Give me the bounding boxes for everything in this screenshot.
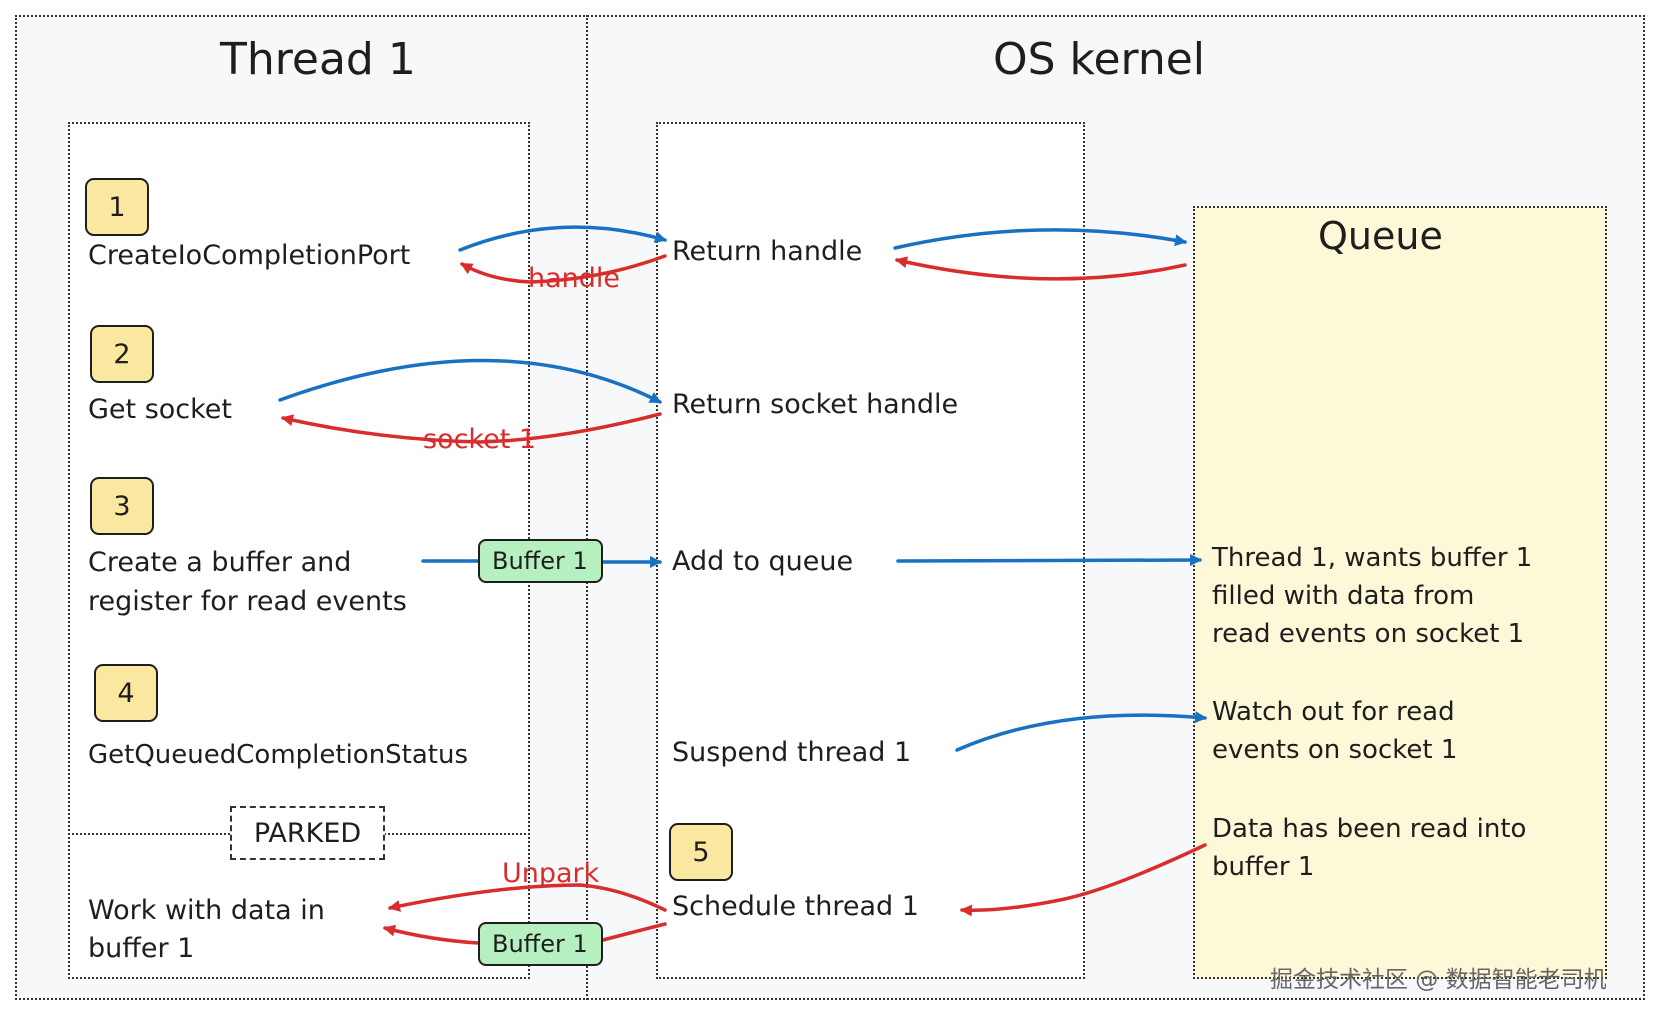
arrow-get-socket (278, 358, 662, 404)
step-4-label: GetQueuedCompletionStatus (88, 740, 469, 770)
buffer-incoming: Buffer 1 (478, 922, 603, 966)
step-2-label: Get socket (88, 394, 233, 425)
arrow-handle-to-thread (460, 254, 667, 284)
step-5-badge: 5 (669, 823, 733, 881)
column-divider (586, 15, 588, 1000)
suspend-label: Suspend thread 1 (672, 737, 912, 768)
arrow-socket-to-thread (281, 412, 662, 444)
step-3-badge: 3 (90, 477, 154, 535)
arrow-buffer-return (601, 922, 667, 942)
work-label-line2: buffer 1 (88, 933, 195, 964)
step-3-label-line2: register for read events (88, 586, 407, 617)
arrow-unpark (388, 883, 667, 912)
socket-arrow-label: socket 1 (423, 424, 537, 455)
arrow-kernel-to-queue (893, 228, 1187, 250)
queue-read-line2: buffer 1 (1212, 852, 1315, 882)
queue-wants-line2: filled with data from (1212, 581, 1475, 611)
arrow-add-to-queue (896, 554, 1202, 567)
add-queue-label: Add to queue (672, 546, 854, 577)
schedule-label: Schedule thread 1 (672, 891, 919, 922)
unpark-arrow-label: Unpark (502, 858, 600, 889)
arrow-queue-to-kernel (895, 256, 1187, 281)
return-socket-label: Return socket handle (672, 389, 959, 420)
queue-watch-line1: Watch out for read (1212, 697, 1455, 727)
queue-wants-line1: Thread 1, wants buffer 1 (1212, 543, 1533, 573)
queue-wants-line3: read events on socket 1 (1212, 619, 1525, 649)
queue-title: Queue (1318, 214, 1443, 258)
step-2-badge: 2 (90, 325, 154, 383)
arrow-create-to-kernel (458, 225, 667, 252)
handle-arrow-label: handle (528, 263, 621, 294)
thread-title: Thread 1 (220, 34, 416, 85)
queue-panel (1193, 206, 1607, 979)
queue-read-line1: Data has been read into (1212, 814, 1527, 844)
watermark: 掘金技术社区 @ 数据智能老司机 (1270, 967, 1607, 993)
work-label-line1: Work with data in (88, 895, 325, 926)
queue-watch-line2: events on socket 1 (1212, 735, 1458, 765)
step-1-badge: 1 (85, 178, 149, 236)
arrow-read-to-schedule (960, 843, 1207, 917)
step-4-badge: 4 (94, 664, 158, 722)
return-handle-label: Return handle (672, 236, 863, 267)
arrow-buffer-to-thread (383, 924, 480, 945)
parked-label: PARKED (230, 806, 385, 860)
step-3-label-line1: Create a buffer and (88, 547, 352, 578)
arrow-suspend-to-watch (955, 711, 1207, 752)
buffer-outgoing: Buffer 1 (478, 539, 603, 583)
step-1-label: CreateIoCompletionPort (88, 240, 411, 271)
kernel-title: OS kernel (993, 34, 1206, 85)
